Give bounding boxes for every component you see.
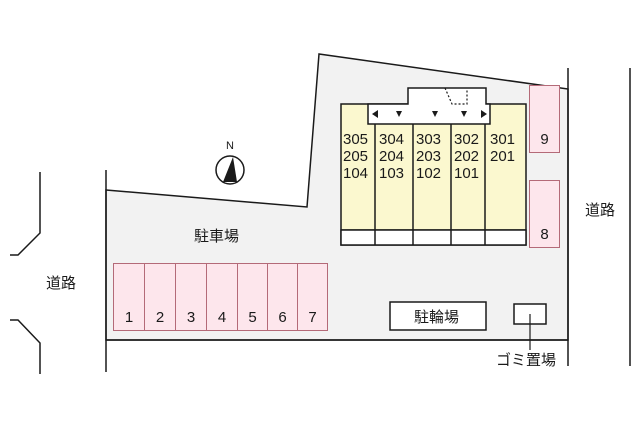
slot-number: 1 [124, 309, 134, 326]
unit-column-1: 305 205 104 [343, 131, 368, 182]
parking-slot-7: 7 [297, 263, 328, 331]
unit-label: 101 [454, 165, 480, 182]
road-label-left: 道路 [46, 274, 77, 292]
garbage-label: ゴミ置場 [496, 351, 557, 369]
unit-label: 305 [343, 131, 369, 148]
north-label: N [226, 140, 234, 152]
parking-slot-6: 6 [267, 263, 298, 331]
unit-label: 103 [379, 165, 405, 182]
unit-column-5: 301 201 [490, 131, 515, 165]
slot-number: 8 [540, 226, 549, 243]
parking-label: 駐車場 [194, 227, 240, 245]
unit-label: 203 [416, 148, 442, 165]
unit-column-2: 304 204 103 [379, 131, 404, 182]
unit-label: 301 [490, 131, 516, 148]
slot-number: 6 [278, 309, 287, 326]
unit-column-3: 303 203 102 [416, 131, 441, 182]
unit-label: 204 [379, 148, 405, 165]
parking-slot-4: 4 [206, 263, 238, 331]
bicycle-parking-label: 駐輪場 [414, 308, 460, 326]
unit-label: 102 [416, 165, 442, 182]
bicycle-parking-area [389, 301, 487, 331]
unit-label: 304 [379, 131, 405, 148]
unit-label: 202 [454, 148, 480, 165]
parking-slot-8: 8 [529, 180, 560, 248]
slot-number: 9 [540, 131, 549, 148]
north-compass-icon [215, 155, 245, 185]
slot-number: 5 [248, 309, 257, 326]
parking-slot-9: 9 [529, 85, 560, 153]
unit-column-4: 302 202 101 [454, 131, 479, 182]
unit-label: 205 [343, 148, 369, 165]
parking-slot-2: 2 [144, 263, 176, 331]
slot-number: 4 [217, 309, 227, 326]
unit-label: 201 [490, 148, 516, 165]
unit-label: 302 [454, 131, 480, 148]
parking-slot-1: 1 [113, 263, 145, 331]
slot-number: 7 [308, 309, 317, 326]
unit-label: 303 [416, 131, 442, 148]
parking-slot-3: 3 [175, 263, 207, 331]
road-label-right: 道路 [585, 201, 616, 219]
slot-number: 2 [155, 309, 165, 326]
parking-slot-5: 5 [237, 263, 268, 331]
slot-number: 3 [186, 309, 196, 326]
unit-label: 104 [343, 165, 369, 182]
